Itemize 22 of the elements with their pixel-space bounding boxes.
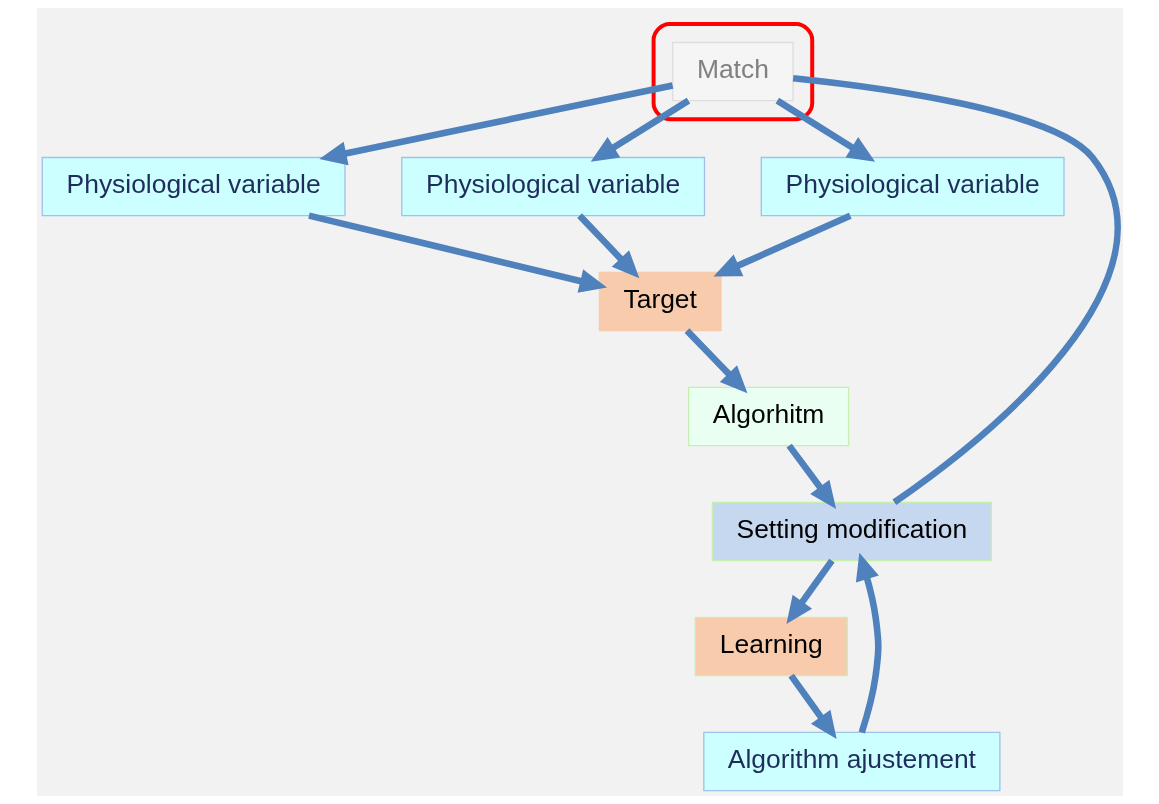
node-box: Physiological variable: [41, 156, 346, 217]
node-box: Learning: [694, 616, 848, 677]
arrow: [785, 558, 835, 625]
node-box: Algorhitm: [687, 386, 849, 447]
node-box: Match: [671, 41, 794, 102]
cluster: [651, 22, 814, 122]
arrow: [590, 97, 690, 162]
node-box: Physiological variable: [760, 156, 1065, 217]
node-box: Target: [598, 271, 722, 332]
arrow: [787, 673, 837, 740]
arrow: [713, 212, 852, 277]
arrow: [684, 328, 747, 394]
arrow: [855, 552, 882, 734]
connector: [792, 74, 1120, 505]
node-box: Algorithm ajustement: [702, 731, 1001, 792]
arrow: [576, 213, 639, 279]
node-box: Setting modification: [711, 501, 992, 562]
arrow: [786, 443, 836, 509]
arrow: [775, 97, 875, 162]
arrow: [307, 212, 607, 293]
arrow: [318, 82, 673, 166]
node-box: Physiological variable: [400, 156, 705, 217]
